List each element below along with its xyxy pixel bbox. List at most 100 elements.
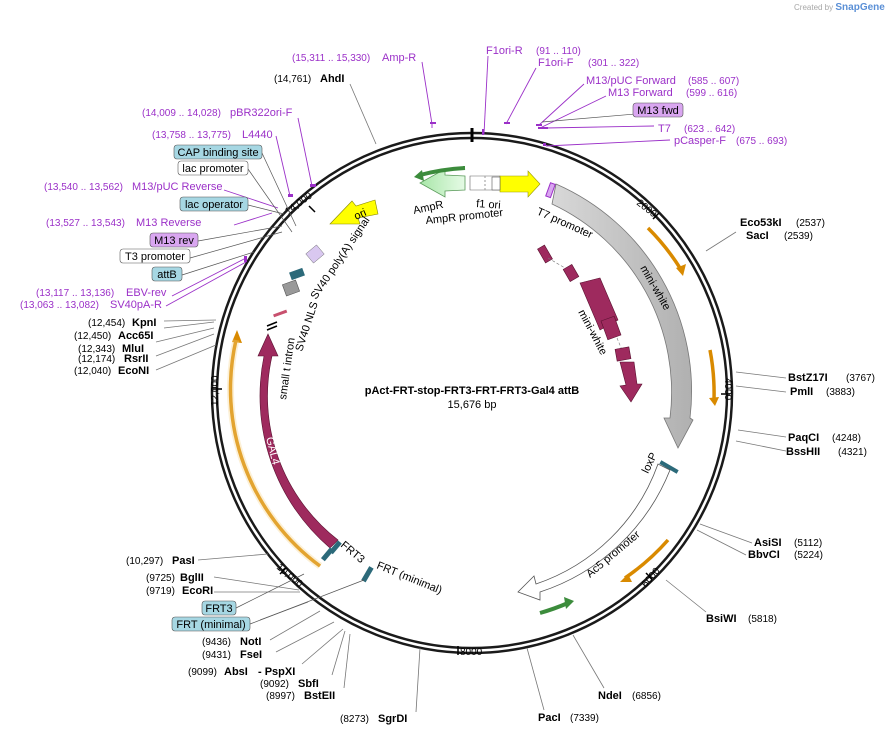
box-attb-label: attB bbox=[157, 269, 177, 281]
frt3-label: FRT3 bbox=[338, 539, 367, 566]
enzyme-ndei-pos: (6856) bbox=[632, 691, 661, 702]
enzyme-pasi[interactable]: PasI bbox=[172, 555, 195, 567]
frt3-segment bbox=[328, 540, 342, 555]
enzyme-asisi[interactable]: AsiSI bbox=[754, 537, 782, 549]
leader-line bbox=[275, 621, 335, 653]
primer-leader bbox=[539, 95, 607, 129]
leader-line bbox=[699, 523, 753, 544]
primer-m13-forward[interactable]: M13 Forward bbox=[608, 87, 673, 99]
primer-pbr322ori-f[interactable]: pBR322ori-F bbox=[230, 107, 293, 119]
gal4-feature[interactable] bbox=[257, 333, 339, 549]
enzyme-fsei[interactable]: FseI bbox=[240, 649, 262, 661]
orf-arrowhead bbox=[676, 264, 686, 276]
enzyme-bsiwi[interactable]: BsiWI bbox=[706, 613, 737, 625]
box-cap-binding-site[interactable] bbox=[173, 144, 263, 160]
enzyme-pasi-pos: (10,297) bbox=[126, 556, 163, 567]
ac5-promoter-feature[interactable] bbox=[517, 463, 671, 601]
primer-marker bbox=[310, 184, 316, 187]
enzyme-pmli[interactable]: PmlI bbox=[790, 386, 813, 398]
ori-feature[interactable] bbox=[329, 199, 379, 225]
primer-t7[interactable]: T7 bbox=[658, 123, 671, 135]
enzyme-sgrdi-pos: (8273) bbox=[340, 714, 369, 725]
primer-f1ori-r[interactable]: F1ori-R bbox=[486, 45, 523, 57]
mini-white-exon bbox=[619, 361, 643, 403]
mini-white-exon bbox=[614, 346, 632, 362]
leader-line bbox=[163, 321, 215, 329]
primer-ampr-pos: (15,311 .. 15,330) bbox=[292, 53, 370, 64]
enzyme-rsrii[interactable]: RsrII bbox=[124, 353, 148, 365]
primer-l4440[interactable]: L4440 bbox=[242, 129, 273, 141]
box-m13-rev[interactable] bbox=[149, 232, 199, 248]
enzyme-pspxi[interactable]: - PspXI bbox=[258, 666, 295, 678]
primer-pcasper-f[interactable]: pCasper-F bbox=[674, 135, 726, 147]
enzyme-saci-pos: (2539) bbox=[784, 231, 813, 242]
enzyme-mlui[interactable]: MluI bbox=[122, 343, 144, 355]
sv40-polya-feature[interactable] bbox=[281, 279, 301, 297]
enzyme-bbvci[interactable]: BbvCI bbox=[748, 549, 780, 561]
enzyme-ndei[interactable]: NdeI bbox=[598, 690, 622, 702]
primer-sv40pa-r[interactable]: SV40pA-R bbox=[110, 299, 162, 311]
box-frt-minimal[interactable] bbox=[171, 616, 251, 632]
t7-promoter-marker bbox=[545, 182, 556, 199]
sv40-nls-feature[interactable] bbox=[273, 309, 288, 318]
frt-minimal-feature[interactable] bbox=[361, 566, 374, 583]
primer-marker bbox=[244, 256, 247, 262]
f1-ori-feature[interactable] bbox=[499, 170, 541, 198]
enzyme-noti[interactable]: NotI bbox=[240, 636, 261, 648]
primer-m13-puc-forward[interactable]: M13/pUC Forward bbox=[586, 75, 676, 87]
enzyme-bsteii[interactable]: BstEII bbox=[304, 690, 335, 702]
enzyme-pmli-pos: (3883) bbox=[826, 387, 855, 398]
box-m13-fwd[interactable] bbox=[632, 102, 684, 118]
enzyme-kpni[interactable]: KpnI bbox=[132, 317, 156, 329]
primer-ampr[interactable]: Amp-R bbox=[382, 52, 416, 64]
enzyme-absi[interactable]: AbsI bbox=[224, 666, 248, 678]
enzyme-ahdi[interactable]: AhdI bbox=[320, 73, 344, 85]
primer-m13-reverse[interactable]: M13 Reverse bbox=[136, 217, 201, 229]
small-t-intron-feature[interactable] bbox=[266, 321, 278, 331]
enzyme-acc65i[interactable]: Acc65I bbox=[118, 330, 153, 342]
loxp-feature[interactable] bbox=[659, 460, 679, 474]
leader-line bbox=[526, 647, 545, 711]
mini-white-outer-feature[interactable] bbox=[551, 183, 694, 449]
box-leader bbox=[247, 204, 285, 215]
ampr-orf-arrowhead bbox=[414, 170, 424, 181]
box-lac-promoter[interactable] bbox=[177, 160, 249, 176]
primer-f1ori-f[interactable]: F1ori-F bbox=[538, 57, 574, 69]
enzyme-bsshii[interactable]: BssHII bbox=[786, 446, 820, 458]
enzyme-sgrdi[interactable]: SgrDI bbox=[378, 713, 407, 725]
snapgene-credit: Created by SnapGene bbox=[794, 2, 890, 16]
enzyme-sbfi[interactable]: SbfI bbox=[298, 678, 319, 690]
box-t3-promoter[interactable] bbox=[119, 248, 191, 264]
primer-m13-puc-reverse[interactable]: M13/pUC Reverse bbox=[132, 181, 222, 193]
primer-leader-lines bbox=[165, 55, 671, 307]
enzyme-bstz17i-pos: (3767) bbox=[846, 373, 875, 384]
mini-white-inner-feature[interactable] bbox=[537, 244, 643, 403]
box-lac-operator[interactable] bbox=[179, 196, 249, 212]
enzyme-eco53ki[interactable]: Eco53kI bbox=[740, 217, 782, 229]
box-m13-fwd-label: M13 fwd bbox=[637, 105, 679, 117]
plasmid-size: 15,676 bp bbox=[448, 399, 497, 411]
enzyme-paci[interactable]: PacI bbox=[538, 712, 561, 724]
box-attb[interactable] bbox=[151, 266, 183, 282]
enzyme-bstz17i[interactable]: BstZ17I bbox=[788, 372, 828, 384]
enzyme-paqci[interactable]: PaqCI bbox=[788, 432, 819, 444]
enzyme-econi[interactable]: EcoNI bbox=[118, 365, 149, 377]
box-frt3[interactable] bbox=[201, 600, 237, 616]
enzyme-ecori[interactable]: EcoRI bbox=[182, 585, 213, 597]
enzyme-saci[interactable]: SacI bbox=[746, 230, 769, 242]
enzyme-bglii-pos: (9725) bbox=[146, 573, 175, 584]
primer-ebv-rev[interactable]: EBV-rev bbox=[126, 287, 167, 299]
ampr-promoter-feature[interactable] bbox=[491, 176, 501, 191]
enzyme-bglii[interactable]: BglII bbox=[180, 572, 204, 584]
box-lac-operator-label: lac operator bbox=[185, 199, 243, 211]
tick-mark bbox=[308, 205, 316, 213]
enzyme-paqci-pos: (4248) bbox=[832, 433, 861, 444]
enzyme-rsrii-pos: (12,174) bbox=[78, 354, 115, 365]
primer-leader bbox=[545, 125, 655, 129]
leader-line bbox=[415, 647, 421, 713]
box-m13-rev-label: M13 rev bbox=[154, 235, 194, 247]
enzyme-noti-pos: (9436) bbox=[202, 637, 231, 648]
frt3-feature[interactable] bbox=[320, 540, 342, 562]
primer-sv40pa-r-pos: (13,063 .. 13,082) bbox=[20, 300, 99, 311]
